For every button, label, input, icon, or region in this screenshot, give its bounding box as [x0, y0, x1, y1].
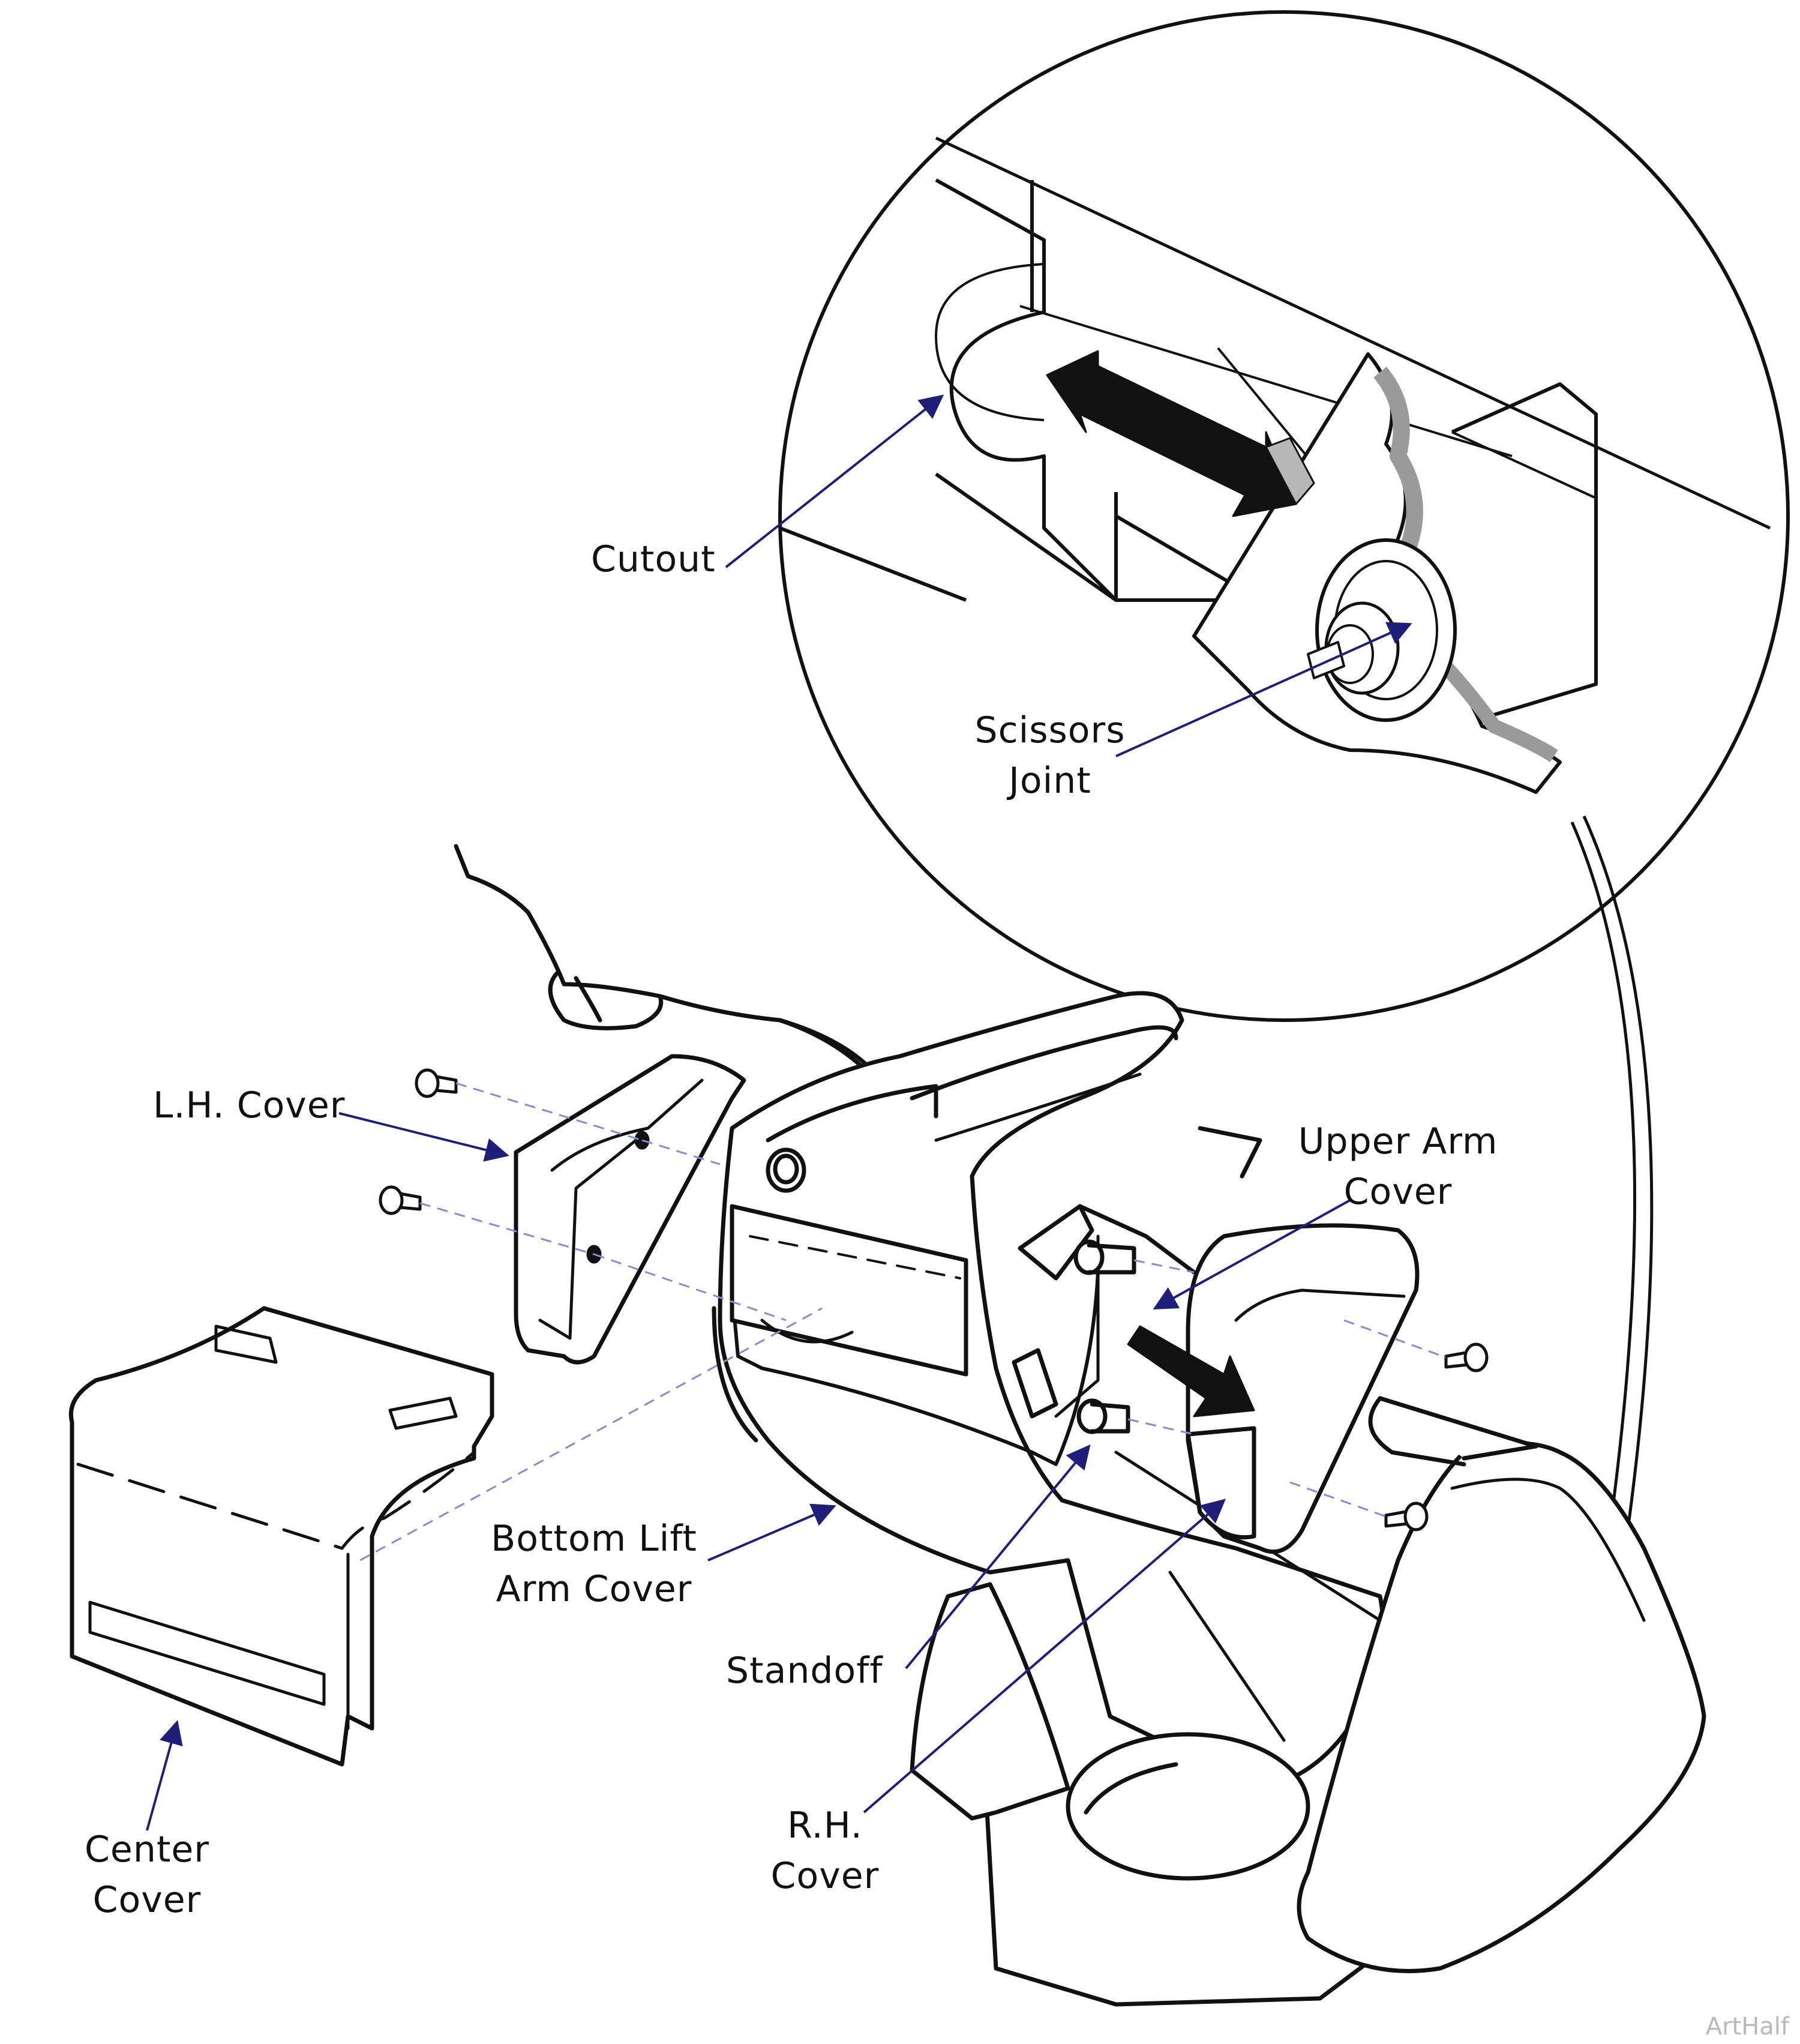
detail-circle: [778, 10, 1790, 1022]
art-credit: ArtHalf: [1705, 2013, 1789, 2040]
label-rh-cover: R.H. Cover: [759, 1800, 891, 1901]
label-standoff: Standoff: [726, 1650, 883, 1692]
leader-bottom-lift-arm-cover: [707, 1503, 836, 1562]
leader-center-cover: [146, 1720, 183, 1831]
slide-direction-arrow: [1046, 350, 1315, 517]
assembly-guide-lines: [359, 1082, 1447, 1562]
label-scissors-joint-line1: Scissors: [974, 709, 1126, 751]
arm-plate: [730, 1204, 968, 1377]
label-scissors-joint-line2: Joint: [1009, 760, 1091, 802]
leader-rh-cover: [863, 1498, 1226, 1814]
screws: [379, 1068, 1489, 1531]
label-upper-arm-cover-line1: Upper Arm: [1298, 1120, 1498, 1162]
standoff-pins: [1073, 1239, 1136, 1434]
label-center-cover-line1: Center: [85, 1829, 209, 1871]
leader-cutout: [725, 394, 944, 568]
leader-lh-cover: [338, 1112, 509, 1162]
assembly: [68, 844, 1706, 2007]
label-lh-cover: L.H. Cover: [153, 1084, 346, 1126]
right-housing: [1297, 1441, 1706, 1973]
cutout-shape: [935, 263, 1045, 421]
bottom-lift-arm: [718, 991, 1385, 1791]
label-rh-cover-line2: Cover: [770, 1855, 880, 1897]
label-center-cover: Center Cover: [78, 1824, 216, 1925]
base-pedestal: [1066, 1732, 1310, 1881]
inset-callout-arrow: [1582, 815, 1654, 1585]
leader-lines: [146, 394, 1412, 1831]
label-upper-arm-cover: Upper Arm Cover: [1290, 1116, 1506, 1217]
label-upper-arm-cover-line2: Cover: [1343, 1171, 1453, 1213]
rh-cover-lower: [1186, 1426, 1256, 1540]
label-center-cover-line2: Cover: [92, 1879, 202, 1921]
leader-standoff: [905, 1444, 1091, 1670]
leader-upper-arm-cover: [1153, 1199, 1351, 1309]
scissors-pin: [1307, 641, 1345, 679]
lh-cover: [514, 1054, 746, 1365]
label-bottom-lift-arm-cover: Bottom Lift Arm Cover: [483, 1513, 705, 1614]
label-bottom-lift-arm-cover-line2: Arm Cover: [496, 1568, 692, 1610]
label-bottom-lift-arm-cover-line1: Bottom Lift: [491, 1518, 697, 1560]
rh-direction-arrow: [1127, 1325, 1255, 1417]
label-cutout: Cutout: [591, 538, 716, 580]
bracket-right: [1018, 1204, 1094, 1281]
detail-inset: [778, 10, 1790, 1022]
center-cover: [68, 1306, 494, 1767]
leader-scissors-joint: [1115, 622, 1412, 757]
label-scissors-joint: Scissors Joint: [966, 705, 1134, 806]
label-rh-cover-line1: R.H.: [787, 1805, 863, 1847]
